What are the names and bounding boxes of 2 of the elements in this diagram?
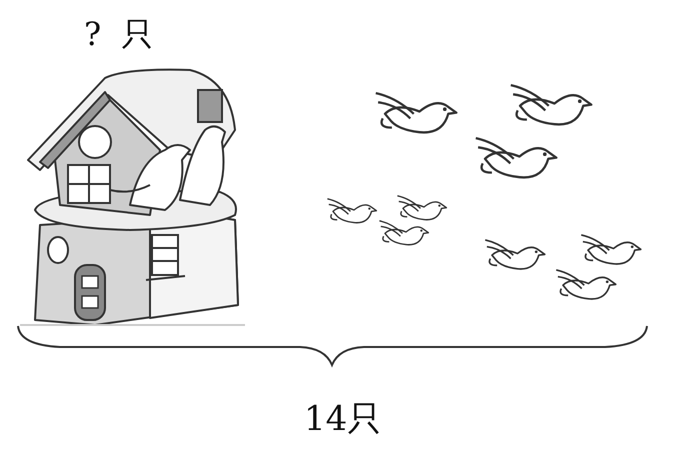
question-label: ? 只 <box>84 18 154 50</box>
total-label: 14只 <box>304 402 382 436</box>
